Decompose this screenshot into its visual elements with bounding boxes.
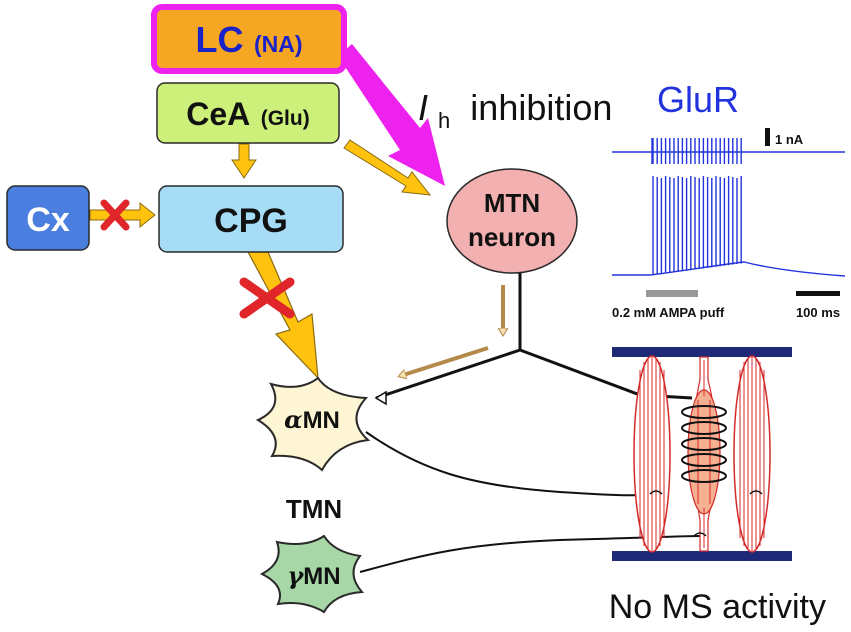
svg-text:γMN: γMN <box>287 561 340 590</box>
trace-lower <box>612 261 846 277</box>
spindle-bottom-bar <box>612 551 792 561</box>
glur-title: GluR <box>657 79 739 120</box>
muscle-spindle <box>612 347 792 561</box>
alpha-mn <box>255 376 371 472</box>
cx-label: Cx <box>26 201 70 239</box>
alpha-mn-label: MN <box>303 407 340 434</box>
cea-to-cpg-arrow <box>231 143 257 179</box>
extrafusal-fiber-left <box>633 355 671 553</box>
svg-text:CeA (Glu): CeA (Glu) <box>186 96 309 132</box>
mtn-to-amn-arrow <box>400 346 489 376</box>
ih-subscript: h <box>438 108 450 133</box>
cpg-label: CPG <box>214 202 288 240</box>
extrafusal-fiber-right <box>733 355 771 553</box>
svg-text:αMN: αMN <box>284 405 340 434</box>
cpg-block-x <box>239 277 295 319</box>
cea-box <box>156 82 340 144</box>
cpg-to-amn-arrow <box>246 251 319 380</box>
ih-italic: I <box>418 87 428 128</box>
cx-block-x <box>100 199 130 231</box>
spindle-top-bar <box>612 347 792 357</box>
time-scale-bar <box>796 291 840 296</box>
trace-upper-spikes <box>652 138 742 164</box>
lc-to-mtn-arrow <box>338 44 445 186</box>
cea-sub-label: (Glu) <box>261 107 310 130</box>
cea-label: CeA <box>186 96 250 132</box>
cx-to-cpg-arrow <box>89 201 156 229</box>
current-scale-bar <box>765 128 770 146</box>
current-scale-label: 1 nA <box>775 132 804 147</box>
lc-sub-label: (NA) <box>254 31 303 57</box>
stimulus-bar <box>646 290 698 297</box>
tmn-label: TMN <box>286 494 342 524</box>
gamma-mn-label: MN <box>303 563 340 590</box>
cea-to-mtn-arrow <box>343 139 432 196</box>
cx-box <box>6 185 90 251</box>
ih-inhibition-label: inhibition <box>470 87 612 128</box>
cpg-box <box>158 185 344 253</box>
mtn-label-line1: MTN <box>484 188 540 218</box>
svg-text:I h inhibition: I h inhibition <box>418 87 612 136</box>
lc-box <box>151 4 347 74</box>
stimulus-label: 0.2 mM AMPA puff <box>612 305 725 320</box>
gamma-mn <box>259 534 365 614</box>
gamma-mn-axon <box>359 535 701 573</box>
lc-label: LC <box>196 19 244 60</box>
no-ms-activity-label: No MS activity <box>609 588 826 626</box>
alpha-mn-axon <box>365 431 661 497</box>
mtn-neuron <box>446 168 578 274</box>
axon-terminal <box>374 390 387 406</box>
glur-inset: GluR 1 nA 0.2 mM AMPA puff 100 ms <box>612 79 846 320</box>
alpha-mn-greek: α <box>284 405 302 434</box>
mtn-label-line2: neuron <box>468 222 556 252</box>
time-scale-label: 100 ms <box>796 305 840 320</box>
gamma-mn-greek: γ <box>287 561 304 590</box>
trace-lower-spikes <box>652 176 742 275</box>
svg-text:LC (NA): LC (NA) <box>196 19 303 60</box>
intrafusal-fiber <box>681 356 727 552</box>
